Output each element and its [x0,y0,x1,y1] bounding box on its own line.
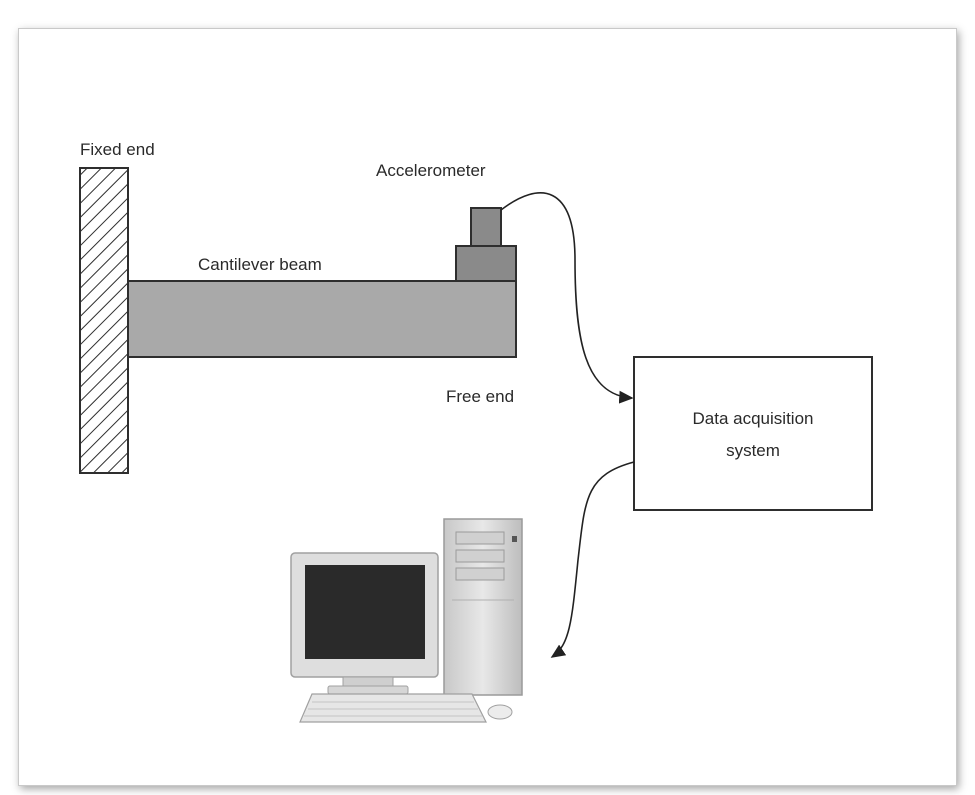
accelerometer-label: Accelerometer [376,161,486,180]
daq-label-line2: system [726,441,780,460]
data-cable [550,461,635,658]
desktop-computer-icon [290,518,523,723]
fixed-end-label: Fixed end [80,140,155,159]
accelerometer-sensor [470,207,502,247]
free-end-label: Free end [446,387,514,406]
daq-label-line1: Data acquisition [693,409,814,428]
data-acquisition-box [633,356,873,511]
sensor-cable [500,192,634,404]
fixed-support-wall [79,167,129,474]
cantilever-beam-label: Cantilever beam [198,255,322,274]
accelerometer-base [455,245,517,282]
cantilever-beam [127,280,517,358]
